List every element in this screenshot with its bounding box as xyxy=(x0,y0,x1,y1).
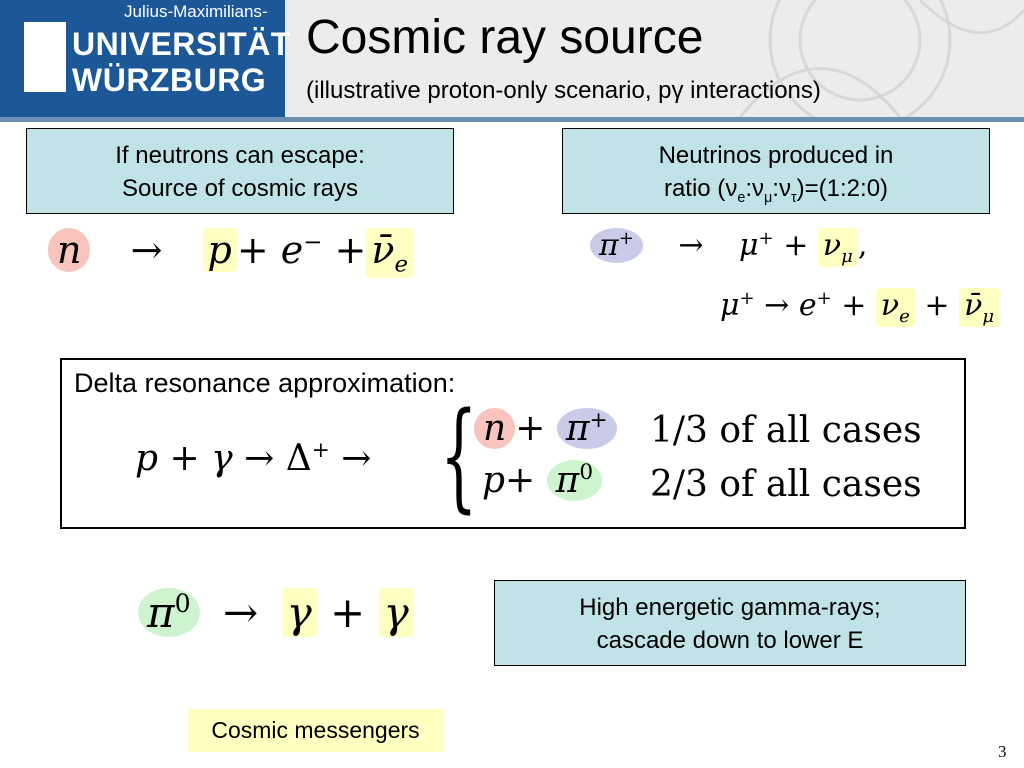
antineutrino-symbol: ν̄e xyxy=(366,228,413,278)
muon-decay-equation: μ+ → e+ + νe + ν̄μ xyxy=(720,288,1000,327)
gamma-rays-box: High energetic gamma-rays; cascade down … xyxy=(494,580,966,666)
slide-title: Cosmic ray source xyxy=(306,11,704,64)
neutrino-box-line1: Neutrinos produced in xyxy=(658,142,894,169)
decay-arrow: → xyxy=(130,228,163,272)
pion-decay-equation: π+ → μ+ + νμ, xyxy=(590,228,867,267)
university-logo: Julius-Maximilians- UNIVERSITÄT WÜRZBURG xyxy=(0,0,290,117)
delta-branch-proton: p+ π0 xyxy=(482,460,603,501)
muon-neutrino-symbol: νμ xyxy=(817,228,858,267)
logo-emblem xyxy=(24,22,66,92)
subtitle-pre: (illustrative proton-only scenario, p xyxy=(306,77,672,104)
subtitle-post: interactions) xyxy=(683,77,821,104)
case-brace: { xyxy=(440,386,478,524)
muon-antineutrino-symbol: ν̄μ xyxy=(959,288,1000,327)
electron-neutrino-symbol: νe xyxy=(875,288,915,327)
delta-resonance-label: Delta resonance approximation: xyxy=(74,368,456,398)
header-divider xyxy=(0,117,1024,122)
branch-neutral-pion-symbol: π0 xyxy=(546,460,603,501)
logo-subtitle: Julius-Maximilians- xyxy=(124,2,268,21)
branch-charged-pion-symbol: π+ xyxy=(556,408,617,449)
case-fraction-one-third: 1/3 of all cases xyxy=(650,410,922,451)
neutrino-box-line2: ratio (νe:νμ:ντ)=(1:2:0) xyxy=(663,175,889,206)
branch-neutron-symbol: n xyxy=(474,408,516,449)
neutral-pion-symbol: π0 xyxy=(138,588,200,637)
delta-resonance-lhs: p + γ → Δ+ → xyxy=(135,438,372,479)
neutron-decay-equation: n → p+ e− +ν̄e xyxy=(48,228,413,278)
logo-name: UNIVERSITÄT WÜRZBURG xyxy=(72,26,291,98)
gamma-symbol-2: γ xyxy=(378,588,414,637)
charged-pion-symbol: π+ xyxy=(590,228,643,263)
logo-line2: WÜRZBURG xyxy=(72,62,267,98)
neutrino-ratio-box: Neutrinos produced in ratio (νe:νμ:ντ)=(… xyxy=(562,128,990,214)
neutron-symbol: n xyxy=(48,228,91,272)
subtitle-gamma: γ xyxy=(671,77,684,104)
electron-symbol: e− xyxy=(280,228,323,272)
neutral-pion-decay-equation: π0 → γ + γ xyxy=(138,588,414,637)
gamma-box-line1: High energetic gamma-rays; xyxy=(579,594,881,621)
decorative-pattern-icon xyxy=(738,0,1024,117)
delta-branch-neutron: n+ π+ xyxy=(474,408,617,449)
slide-subtitle: (illustrative proton-only scenario, pγ i… xyxy=(306,76,821,106)
gamma-symbol-1: γ xyxy=(281,588,317,637)
page-number: 3 xyxy=(998,742,1007,761)
neutron-box-line2: Source of cosmic rays xyxy=(121,175,359,202)
case-fraction-two-thirds: 2/3 of all cases xyxy=(650,464,922,505)
neutron-box-line1: If neutrons can escape: xyxy=(115,142,365,169)
logo-line1: UNIVERSITÄT xyxy=(72,26,291,62)
slide-header: Julius-Maximilians- UNIVERSITÄT WÜRZBURG… xyxy=(0,0,1024,117)
cosmic-messengers-label: Cosmic messengers xyxy=(188,709,443,752)
proton-symbol: p xyxy=(202,228,237,272)
neutron-escape-box: If neutrons can escape: Source of cosmic… xyxy=(26,128,454,214)
gamma-box-line2: cascade down to lower E xyxy=(596,627,864,654)
delta-resonance-box xyxy=(60,358,966,529)
